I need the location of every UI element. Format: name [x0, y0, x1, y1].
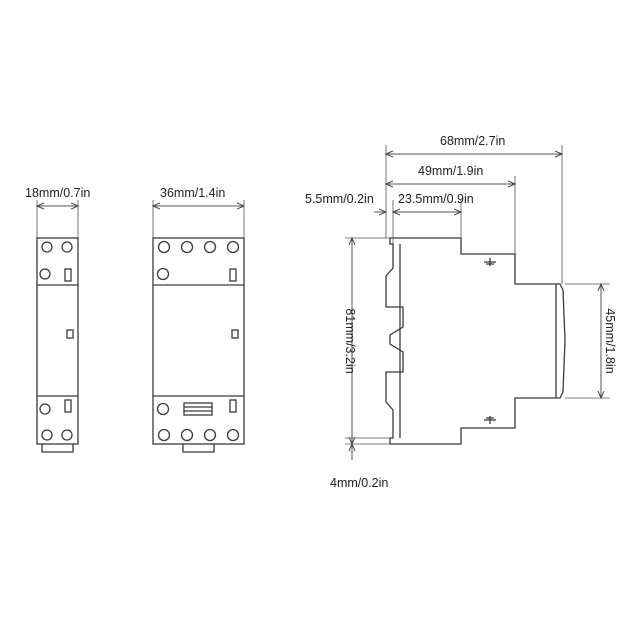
- step-depth-label: 23.5mm/0.9in: [398, 192, 474, 206]
- foot-label: 4mm/0.2in: [330, 476, 389, 490]
- width-label-2-module: 36mm/1.4in: [160, 186, 226, 200]
- front-height-label: 45mm/1.8in: [603, 308, 617, 374]
- side-view: [345, 145, 610, 460]
- front-view-1-module: [37, 200, 78, 453]
- height-label: 81mm/3.2in: [343, 308, 357, 374]
- total-depth-label: 68mm/2.7in: [440, 134, 506, 148]
- front-view-2-module: [153, 200, 244, 453]
- rail-offset-label: 5.5mm/0.2in: [305, 192, 374, 206]
- width-label-1-module: 18mm/0.7in: [25, 186, 91, 200]
- depth-to-front-label: 49mm/1.9in: [418, 164, 484, 178]
